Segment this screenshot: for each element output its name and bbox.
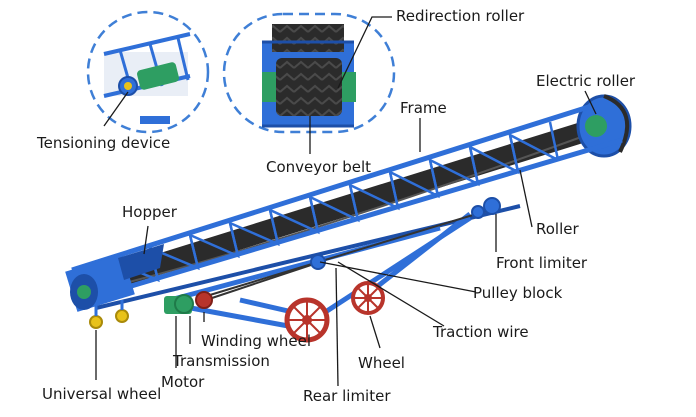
label-frame: Frame [400,99,447,117]
label-roller: Roller [536,220,579,238]
leader-tensioning-device [103,91,129,127]
universal-wheels [89,300,129,329]
tensioning-device-callout [86,10,210,134]
label-hopper: Hopper [122,203,177,221]
conveyor-frame [65,94,632,312]
leader-hopper [143,225,149,255]
label-winding-wheel: Winding wheel [201,332,312,350]
leader-wheel [369,315,381,349]
leader-electric-roller [584,90,597,115]
label-traction-wire: Traction wire [433,323,529,341]
label-wheel: Wheel [358,354,405,372]
leader-rear-limiter [335,267,339,387]
drive-unit [164,291,213,314]
leader-lines [95,16,597,387]
label-transmission: Transmission [173,352,270,370]
label-pulley-block: Pulley block [473,284,563,302]
leader-traction-wire [337,261,445,327]
leader-roller [519,169,533,228]
label-front-limiter: Front limiter [496,254,588,272]
label-redirection-roller: Redirection roller [396,7,525,25]
label-motor: Motor [161,373,205,391]
pulley-system [199,197,501,303]
conveyor-belt-callout [222,12,396,134]
leader-redirection-roller [337,16,392,89]
label-conveyor-belt: Conveyor belt [266,158,372,176]
label-universal-wheel: Universal wheel [42,385,162,403]
main-wheels [284,281,385,343]
label-rear-limiter: Rear limiter [303,387,391,405]
label-tensioning-device: Tensioning device [37,134,171,152]
label-electric-roller: Electric roller [536,72,636,90]
